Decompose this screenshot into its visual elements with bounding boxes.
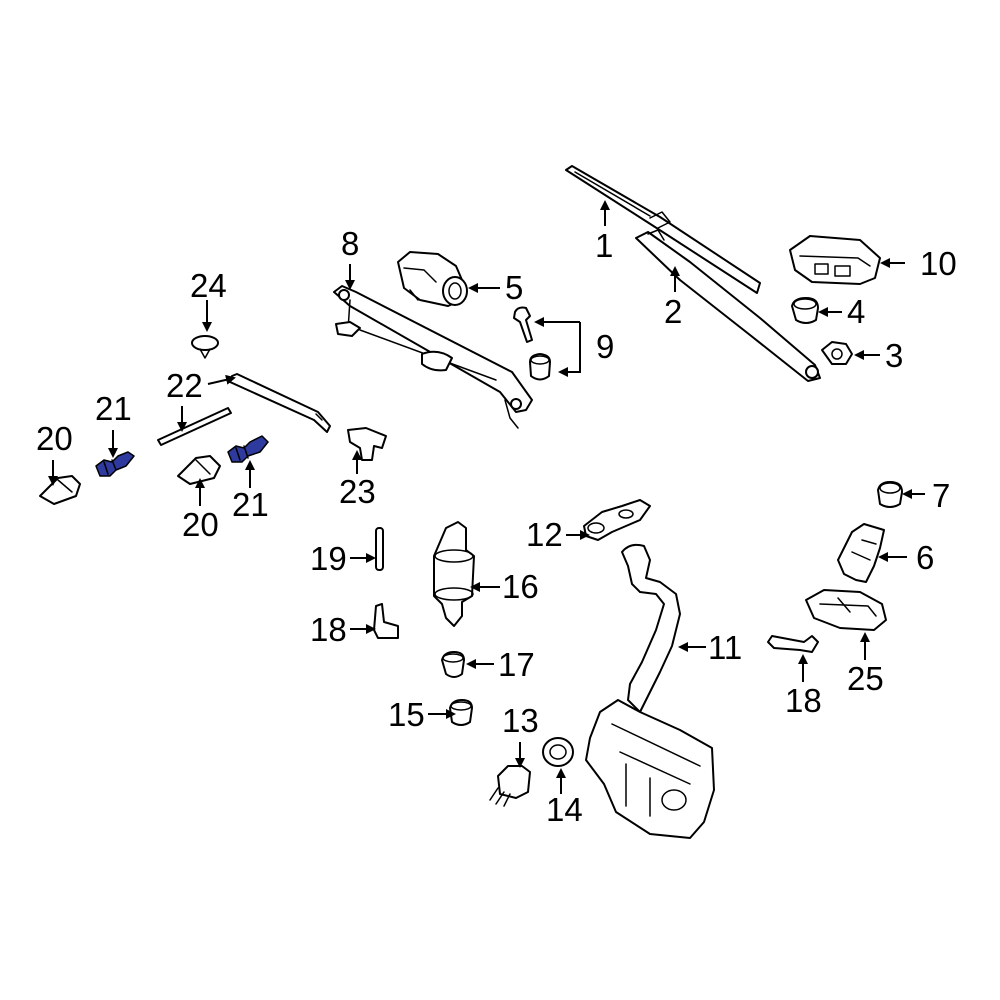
bushing-part[interactable] xyxy=(877,481,903,508)
grommet-part[interactable] xyxy=(529,353,551,381)
callout-20-left: 20 xyxy=(36,420,73,457)
washer-hose-part[interactable] xyxy=(157,373,331,446)
callout-7: 7 xyxy=(932,477,950,514)
callout-20-right: 20 xyxy=(182,506,219,543)
check-valve-part[interactable] xyxy=(95,451,135,477)
washer-reservoir-part[interactable] xyxy=(585,543,715,839)
callout-22: 22 xyxy=(166,367,203,404)
hose-connector-part[interactable] xyxy=(347,427,387,461)
nut-part[interactable] xyxy=(821,341,853,365)
callout-21-left: 21 xyxy=(95,390,132,427)
ring-seal-part[interactable] xyxy=(542,737,574,767)
bracket-part[interactable] xyxy=(837,523,885,583)
callout-5: 5 xyxy=(505,269,523,306)
callout-3: 3 xyxy=(885,337,903,374)
seal-grommet-part[interactable] xyxy=(449,699,473,726)
cap-part[interactable] xyxy=(791,297,819,324)
callout-21-right: 21 xyxy=(232,486,269,523)
callout-16: 16 xyxy=(502,568,539,605)
callout-9: 9 xyxy=(596,328,614,365)
callout-12: 12 xyxy=(526,516,563,553)
filler-seal-part[interactable] xyxy=(583,499,651,541)
callout-13: 13 xyxy=(502,702,539,739)
callout-4: 4 xyxy=(847,293,865,330)
callout-24: 24 xyxy=(190,267,227,304)
check-valve-part[interactable] xyxy=(227,435,269,463)
callout-17: 17 xyxy=(498,646,535,683)
callout-18-right: 18 xyxy=(785,682,822,719)
callout-labels: 1 2 3 4 5 6 7 8 9 10 11 12 13 14 15 16 1… xyxy=(36,225,957,828)
elbow-connector-part[interactable] xyxy=(767,635,819,653)
callout-2: 2 xyxy=(664,293,682,330)
bolt-part[interactable] xyxy=(513,306,533,343)
level-sensor-part[interactable] xyxy=(489,765,531,807)
callout-15: 15 xyxy=(388,696,425,733)
wiper-arm-part[interactable] xyxy=(635,229,821,382)
callout-6: 6 xyxy=(916,539,934,576)
callout-19: 19 xyxy=(310,540,347,577)
reservoir-cover-part[interactable] xyxy=(805,589,887,631)
callout-14: 14 xyxy=(546,791,583,828)
wiper-motor-part[interactable] xyxy=(397,251,468,307)
wiper-blade-part[interactable] xyxy=(565,165,761,294)
callout-25: 25 xyxy=(847,660,884,697)
callout-11: 11 xyxy=(708,629,742,666)
clip-part[interactable] xyxy=(191,335,219,359)
elbow-connector-part[interactable] xyxy=(373,603,399,639)
pump-grommet-part[interactable] xyxy=(441,651,465,678)
callout-23: 23 xyxy=(339,473,376,510)
callout-10: 10 xyxy=(920,245,957,282)
washer-nozzle-part[interactable] xyxy=(177,455,221,485)
leader-lines xyxy=(48,200,925,794)
wiper-linkage-part[interactable] xyxy=(333,285,533,429)
callout-18-left: 18 xyxy=(310,611,347,648)
cowl-cover-part[interactable] xyxy=(789,235,881,285)
washer-nozzle-part[interactable] xyxy=(39,475,81,505)
callout-1: 1 xyxy=(595,227,613,264)
washer-pump-part[interactable] xyxy=(433,521,475,627)
callout-8: 8 xyxy=(341,225,359,262)
pin-part[interactable] xyxy=(375,527,384,571)
